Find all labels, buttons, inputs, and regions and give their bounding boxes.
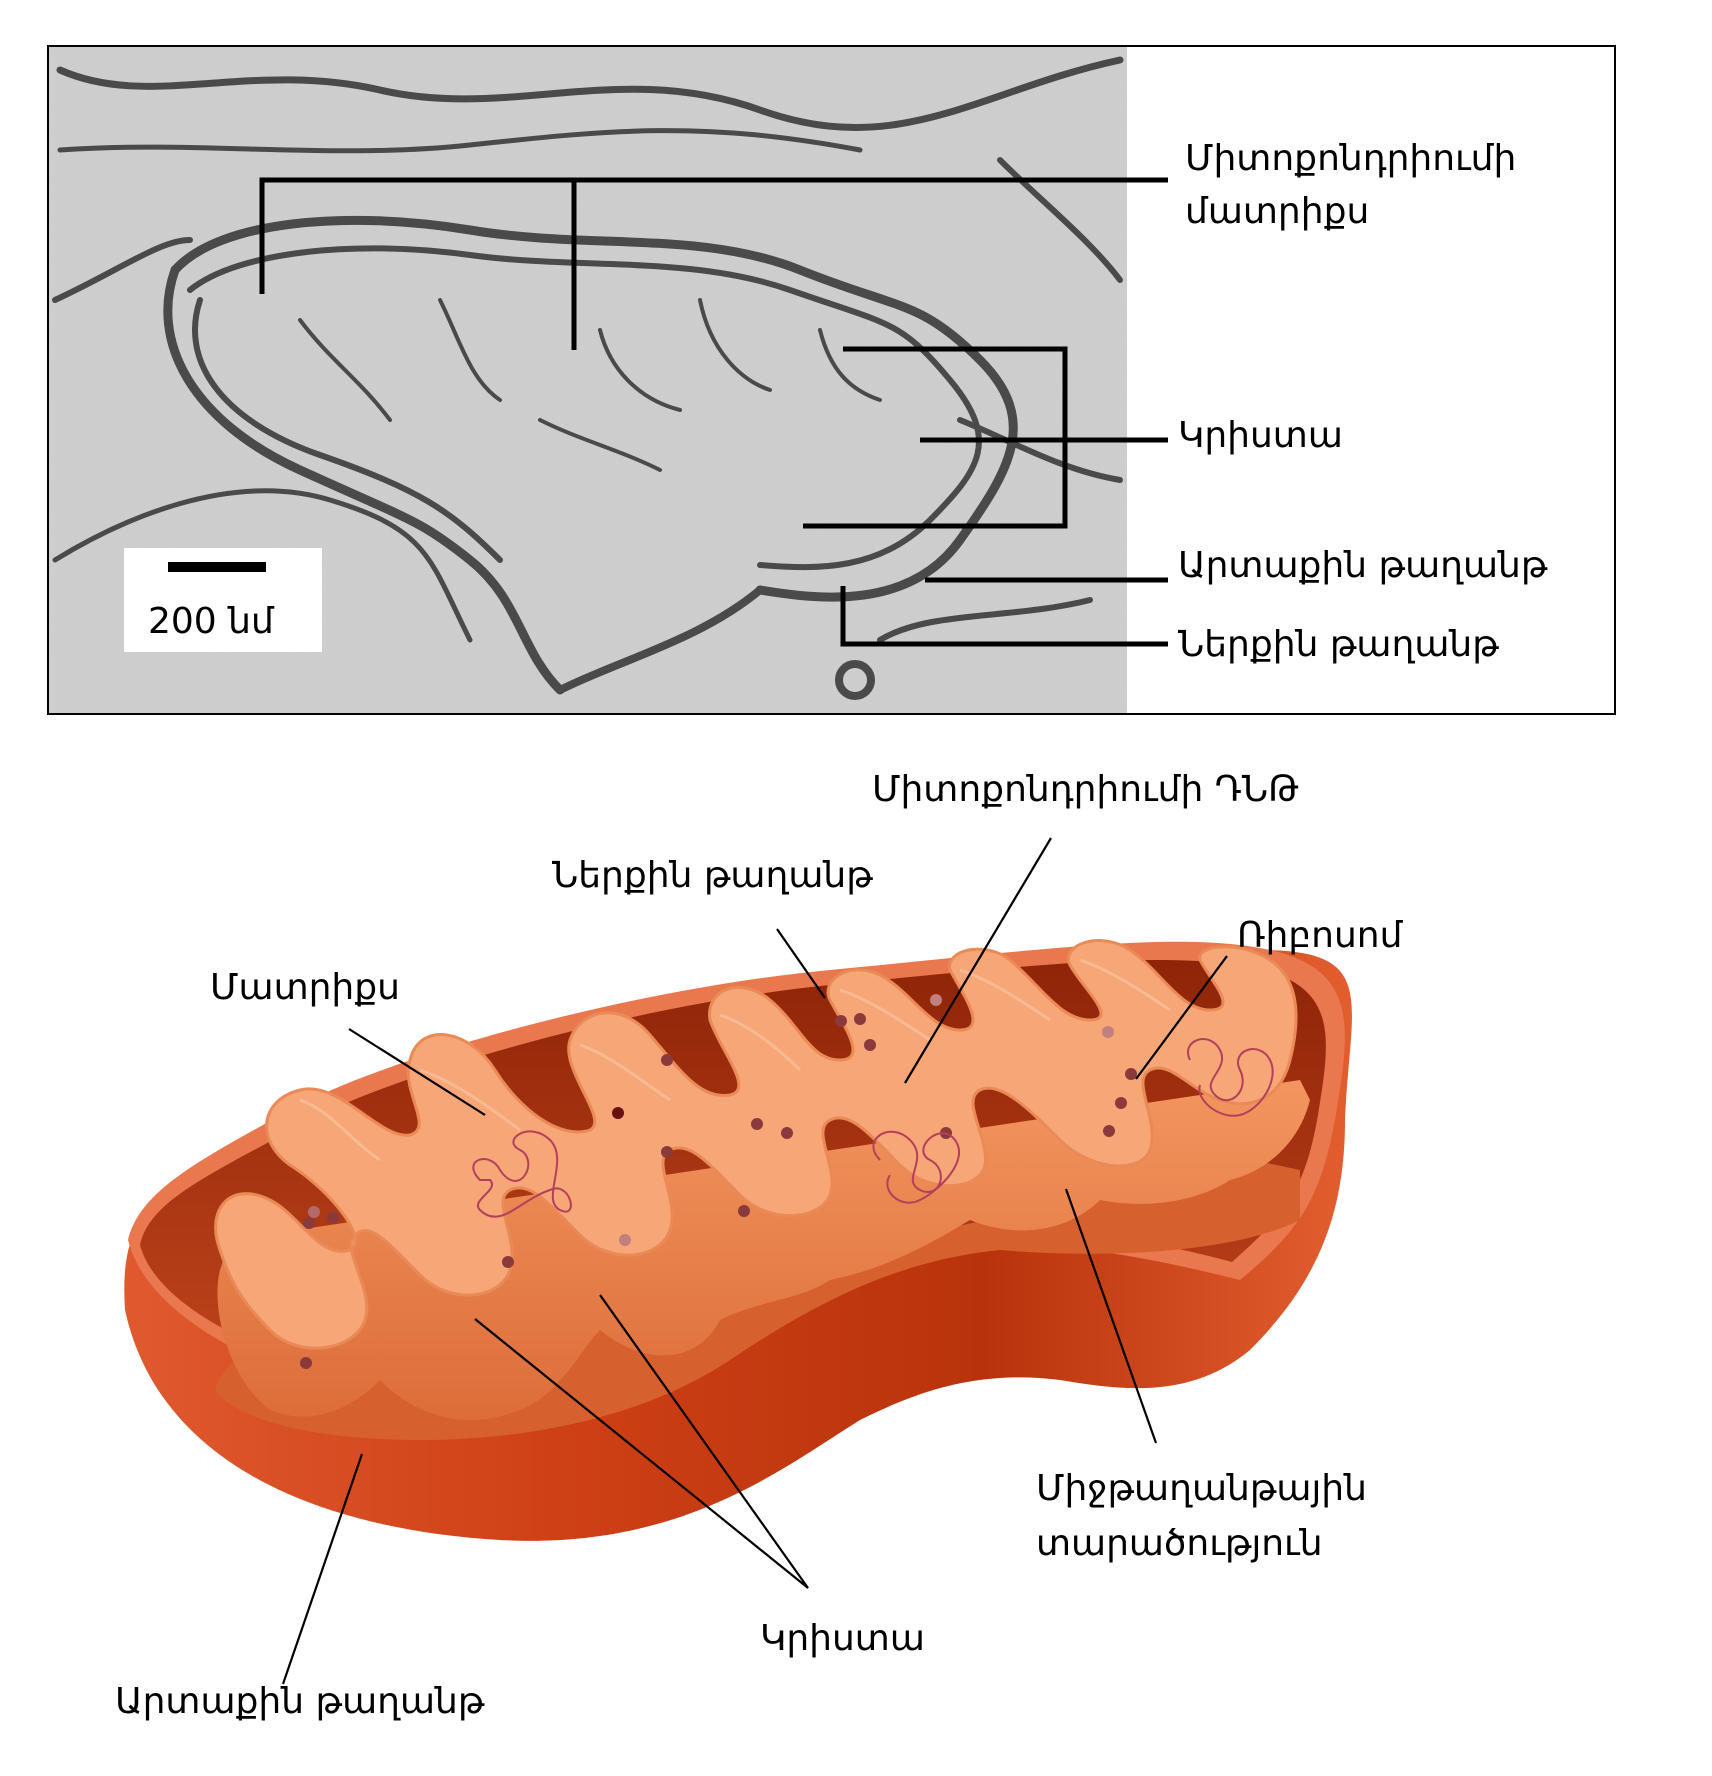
ribosome-dot bbox=[930, 994, 942, 1006]
ribosome-dot bbox=[619, 1234, 631, 1246]
mtdna-loops bbox=[472, 1038, 1274, 1218]
ribosome-dot bbox=[1103, 1125, 1115, 1137]
mitochondrion-diagram: Միտոքոնդրիումի ԴՆԹ Ներքին թաղանթ Ռիբոսոմ… bbox=[115, 769, 1404, 1722]
ribosome-dot bbox=[661, 1146, 673, 1158]
ribosome-dot bbox=[751, 1118, 763, 1130]
micrograph-membranes bbox=[52, 56, 1124, 700]
label-cristae-diagram: Կրիստա bbox=[760, 1618, 925, 1659]
ribosome-dot bbox=[1102, 1026, 1114, 1038]
label-mito-matrix-line1: Միտոքոնդրիումի bbox=[1185, 138, 1516, 179]
ribosome-dot bbox=[781, 1127, 793, 1139]
ribosome-dot bbox=[300, 1357, 312, 1369]
cristae-top bbox=[214, 939, 1298, 1350]
scale-bar bbox=[168, 562, 266, 572]
ribosome-dot bbox=[835, 1015, 847, 1027]
ribosome-dot bbox=[1115, 1097, 1127, 1109]
label-mtdna: Միտոքոնդրիումի ԴՆԹ bbox=[872, 769, 1299, 810]
ribosome-dot bbox=[308, 1206, 320, 1218]
micrograph-leaders bbox=[259, 177, 1168, 647]
ribosome-dot bbox=[502, 1256, 514, 1268]
ribosome-dot bbox=[1125, 1068, 1137, 1080]
label-outer-membrane-diagram: Արտաքին թաղանթ bbox=[115, 1681, 485, 1722]
micrograph-panel: 200 նմ Միտոքոնդրիումի մատրիքս Կրիստա Արտ… bbox=[47, 45, 1616, 715]
label-intermembrane-space-line1: Միջթաղանթային bbox=[1036, 1468, 1367, 1509]
label-inner-membrane-diagram: Ներքին թաղանթ bbox=[552, 855, 873, 896]
label-matrix: Մատրիքս bbox=[210, 967, 400, 1008]
label-mito-matrix-line2: մատրիքս bbox=[1185, 191, 1369, 232]
ribosome-dot bbox=[327, 1212, 339, 1224]
label-intermembrane-space-line2: տարածություն bbox=[1036, 1523, 1323, 1564]
ribosomes bbox=[300, 994, 1137, 1369]
label-ribosome: Ռիբոսոմ bbox=[1237, 915, 1404, 956]
label-cristae-micrograph: Կրիստա bbox=[1178, 415, 1343, 456]
ribosome-dot bbox=[854, 1013, 866, 1025]
cristae-side bbox=[217, 1080, 1310, 1420]
diagram-leaders bbox=[281, 837, 1228, 1685]
ribosome-dot bbox=[303, 1217, 315, 1229]
ribosome-dot bbox=[738, 1205, 750, 1217]
ribosome-dot bbox=[864, 1039, 876, 1051]
scale-bar-label: 200 նմ bbox=[148, 601, 275, 642]
ribosome-dot bbox=[661, 1054, 673, 1066]
label-inner-membrane-micrograph: Ներքին թաղանթ bbox=[1178, 624, 1499, 665]
ribosome-dot bbox=[612, 1107, 624, 1119]
label-outer-membrane-micrograph: Արտաքին թաղանթ bbox=[1178, 545, 1548, 586]
